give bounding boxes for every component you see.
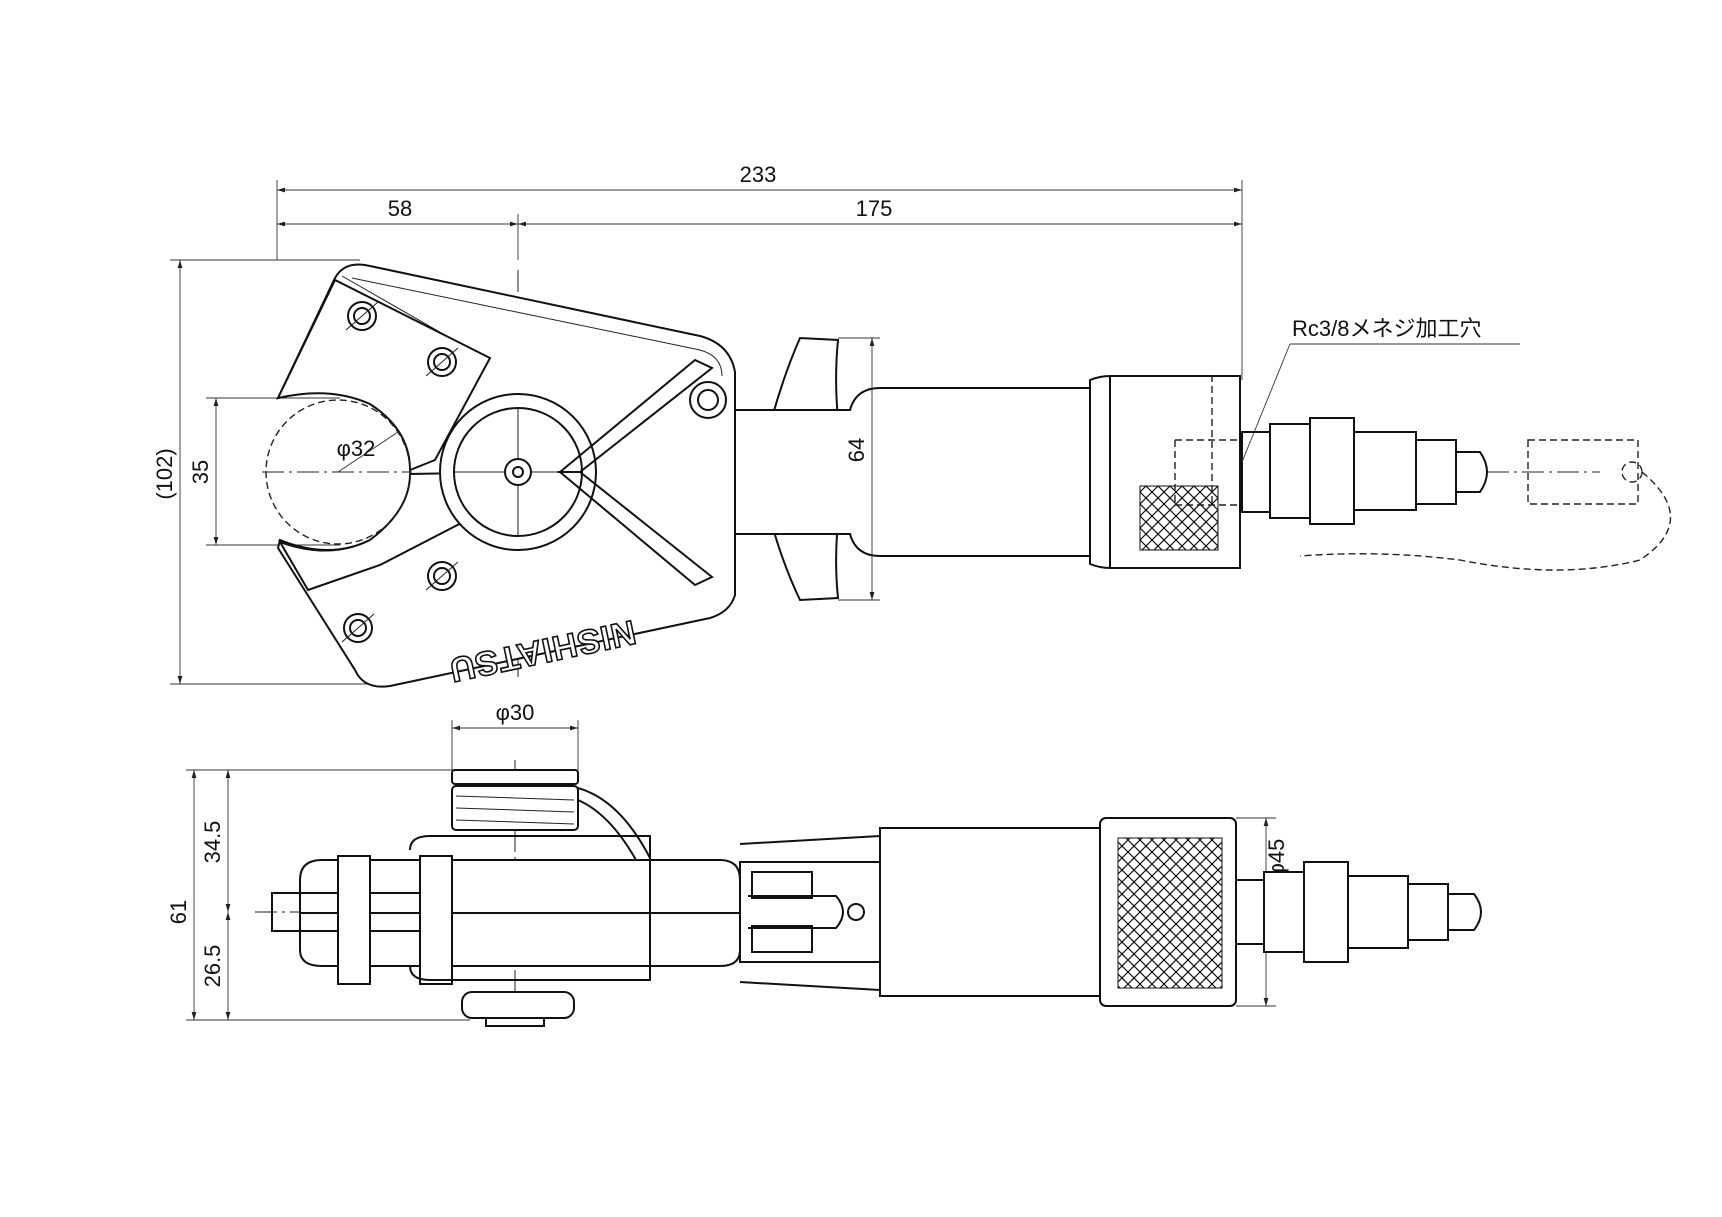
- knurl-area-top: [1139, 485, 1219, 551]
- upper-jaw-plate: [276, 278, 492, 472]
- handle-body: [734, 387, 1091, 557]
- port-callout: Rc3/8メネジ加工穴: [1241, 316, 1520, 463]
- screw-1: [345, 301, 379, 331]
- dim-lower-height-label: 26.5: [200, 945, 225, 988]
- side-coupler: [1235, 861, 1482, 963]
- dim-roller-diameter: φ30: [451, 700, 579, 770]
- dim-total-height: 61: [166, 769, 470, 1021]
- dim-jaw-opening: 35: [188, 397, 340, 546]
- dim-body-height-label: 64: [844, 438, 869, 462]
- cutter-wheel: [439, 393, 597, 551]
- dim-lower-height: 26.5: [200, 912, 231, 1020]
- side-view: φ30 61 34.5 26.5: [166, 700, 1482, 1030]
- dim-jaw-opening-label: 35: [188, 460, 213, 484]
- dim-body-height: 64: [838, 337, 880, 601]
- dim-pipe-diameter-label: φ32: [337, 436, 376, 461]
- dim-body-length: 175: [518, 196, 1242, 227]
- dim-roller-diameter-label: φ30: [496, 700, 535, 725]
- dim-upper-height-label: 34.5: [200, 821, 225, 864]
- dim-upper-height: 34.5: [200, 770, 231, 912]
- pipe-circle: φ32: [265, 399, 411, 545]
- dim-total-height-label: 61: [166, 900, 191, 924]
- dim-overall-length-label: 233: [740, 162, 777, 187]
- dim-head-length-label: 58: [388, 196, 412, 221]
- top-view: 233 58 175 (102) 35: [152, 162, 1672, 690]
- knurl-area-side: [1117, 837, 1223, 989]
- dim-overall-height-label: (102): [152, 448, 177, 499]
- dim-head-length: 58: [277, 196, 519, 260]
- dust-cap: [1299, 439, 1672, 571]
- dim-grip-diameter-label: φ45: [1264, 839, 1289, 878]
- dim-overall-length: 233: [276, 162, 1243, 380]
- screw-4: [341, 613, 375, 643]
- screw-2: [425, 347, 459, 377]
- dim-body-length-label: 175: [856, 196, 893, 221]
- side-handle-body: [879, 827, 1101, 997]
- roller-spring: [451, 769, 651, 861]
- hydraulic-coupler: [1241, 417, 1488, 525]
- dim-overall-height: (102): [152, 259, 380, 685]
- screw-3: [425, 561, 459, 591]
- bottom-roller: [461, 991, 575, 1027]
- port-callout-label: Rc3/8メネジ加工穴: [1292, 316, 1481, 341]
